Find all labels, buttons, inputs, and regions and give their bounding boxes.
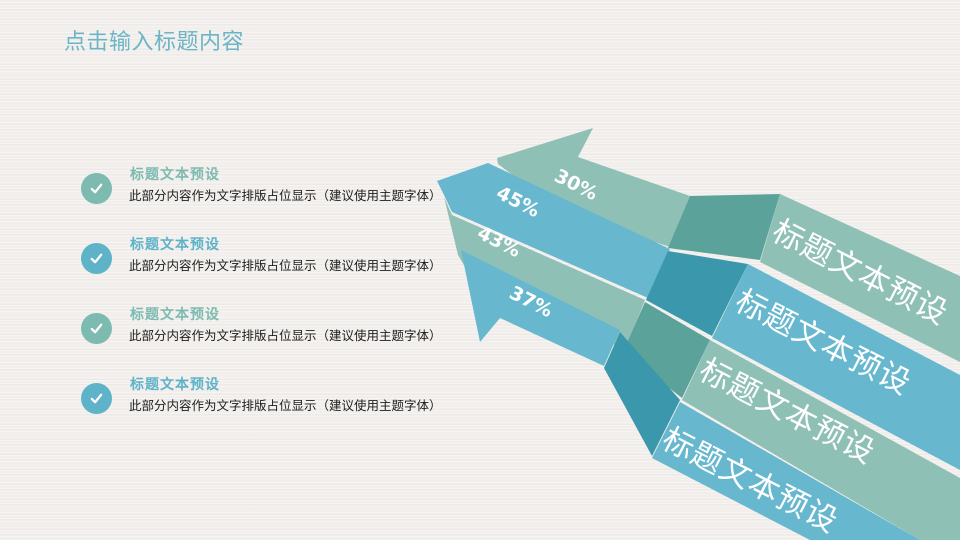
item-title: 标题文本预设: [130, 167, 220, 183]
item-title: 标题文本预设: [130, 237, 220, 253]
item-description: 此部分内容作为文字排版占位显示（建议使用主题字体）: [129, 258, 442, 273]
slide-title: 点击输入标题内容: [64, 30, 245, 55]
arrow-45: [437, 163, 960, 470]
list-item: 标题文本预设 此部分内容作为文字排版占位显示（建议使用主题字体）: [81, 307, 501, 351]
check-circle-icon: [81, 383, 112, 414]
check-circle-icon: [81, 243, 112, 274]
list-item: 标题文本预设 此部分内容作为文字排版占位显示（建议使用主题字体）: [81, 167, 501, 211]
item-description: 此部分内容作为文字排版占位显示（建议使用主题字体）: [129, 188, 442, 203]
arrow-30: [497, 128, 960, 362]
list-item: 标题文本预设 此部分内容作为文字排版占位显示（建议使用主题字体）: [81, 377, 501, 421]
list-item: 标题文本预设 此部分内容作为文字排版占位显示（建议使用主题字体）: [81, 237, 501, 281]
item-description: 此部分内容作为文字排版占位显示（建议使用主题字体）: [129, 328, 442, 343]
check-circle-icon: [81, 173, 112, 204]
arrow-37: [461, 250, 920, 540]
item-title: 标题文本预设: [130, 307, 220, 323]
item-description: 此部分内容作为文字排版占位显示（建议使用主题字体）: [129, 398, 442, 413]
check-circle-icon: [81, 313, 112, 344]
item-title: 标题文本预设: [130, 377, 220, 393]
arrow-43: [444, 197, 960, 540]
